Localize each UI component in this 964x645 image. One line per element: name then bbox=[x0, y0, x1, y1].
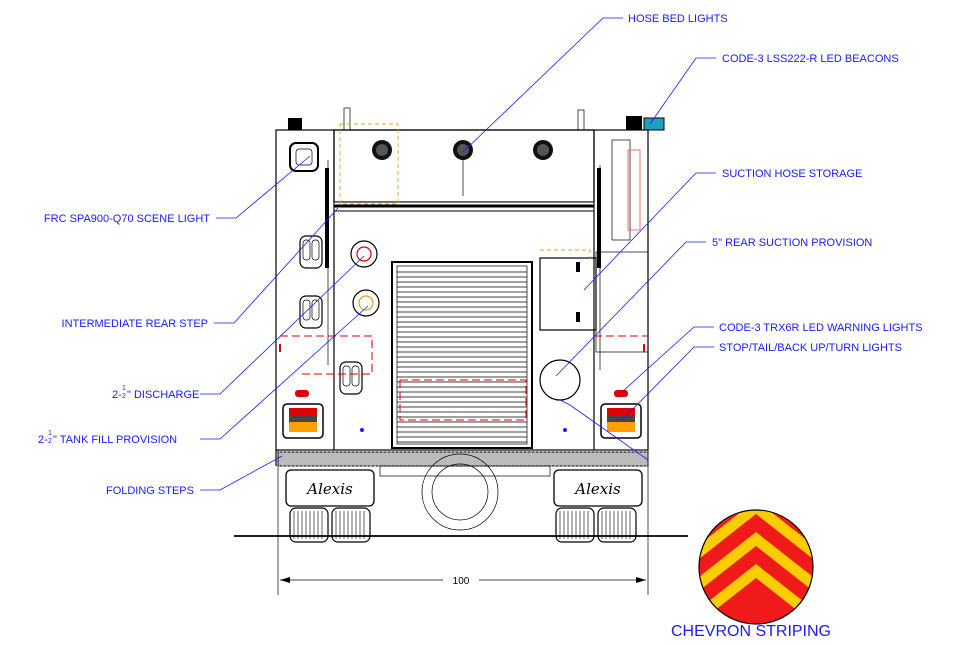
mudflap-text-right: Alexis bbox=[573, 480, 621, 498]
label-tank-fill: 2- 1 2 " TANK FILL PROVISION bbox=[38, 430, 177, 446]
svg-text:1: 1 bbox=[122, 385, 126, 392]
label-scene-light: FRC SPA900-Q70 SCENE LIGHT bbox=[44, 213, 210, 225]
tank-fill-icon bbox=[352, 289, 380, 317]
mudflap-left bbox=[285, 469, 375, 507]
label-chevron-striping: CHEVRON STRIPING bbox=[671, 623, 831, 640]
dimension-value: 100 bbox=[453, 576, 470, 587]
label-beacons: CODE-3 LSS222-R LED BEACONS bbox=[722, 53, 899, 65]
width-dimension: 100 bbox=[277, 450, 649, 595]
truck-body: Alexis Alexis bbox=[275, 107, 665, 543]
svg-text:2-: 2- bbox=[112, 389, 122, 401]
stop-tail-light-right-icon bbox=[600, 403, 642, 439]
rear-suction-icon bbox=[539, 359, 581, 401]
label-suction-hose-storage: SUCTION HOSE STORAGE bbox=[722, 168, 862, 180]
svg-text:" DISCHARGE: " DISCHARGE bbox=[127, 389, 199, 401]
roll-up-door bbox=[391, 261, 533, 449]
warning-light-left-icon bbox=[295, 390, 309, 397]
scene-light-icon bbox=[289, 142, 319, 172]
label-stop-tail: STOP/TAIL/BACK UP/TURN LIGHTS bbox=[719, 342, 902, 354]
svg-text:1: 1 bbox=[48, 430, 52, 437]
discharge-icon bbox=[350, 240, 378, 268]
stop-tail-light-left-icon bbox=[282, 403, 324, 439]
label-warning-lights: CODE-3 TRX6R LED WARNING LIGHTS bbox=[719, 322, 923, 334]
label-hose-bed-lights: HOSE BED LIGHTS bbox=[628, 13, 728, 25]
label-rear-suction: 5" REAR SUCTION PROVISION bbox=[712, 237, 872, 249]
chevron-striping-icon bbox=[698, 509, 814, 625]
rear-tires bbox=[289, 507, 637, 543]
label-rear-step: INTERMEDIATE REAR STEP bbox=[62, 318, 208, 330]
mudflap-text-left: Alexis bbox=[305, 480, 353, 498]
leader-lines bbox=[200, 17, 716, 491]
beacon-right-icon bbox=[626, 116, 642, 130]
warning-light-right-icon bbox=[614, 390, 628, 397]
mudflap-right bbox=[553, 469, 643, 507]
hose-bed-lights-icon bbox=[372, 140, 553, 160]
svg-text:2: 2 bbox=[48, 438, 52, 445]
label-discharge: 2- 1 2 " DISCHARGE bbox=[112, 385, 199, 401]
label-folding-steps: FOLDING STEPS bbox=[106, 485, 194, 497]
grab-handles bbox=[299, 235, 363, 395]
svg-text:" TANK FILL PROVISION: " TANK FILL PROVISION bbox=[53, 434, 177, 446]
svg-text:2: 2 bbox=[122, 393, 126, 400]
svg-text:2-: 2- bbox=[38, 434, 48, 446]
suction-hose-storage-box bbox=[539, 257, 597, 331]
beacon-left-icon bbox=[288, 118, 302, 130]
